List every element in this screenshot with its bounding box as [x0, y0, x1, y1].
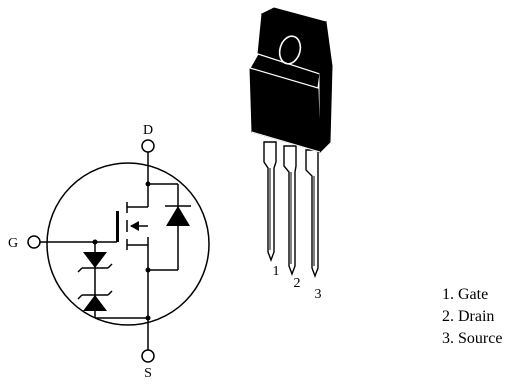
- drain-label: D: [143, 123, 153, 138]
- channel-arrow: [130, 221, 139, 231]
- gate-label: G: [8, 236, 18, 251]
- gate-terminal: [27, 235, 41, 249]
- zener-bar-lower-flag: [77, 290, 113, 300]
- lead-highlights: [269, 168, 315, 266]
- mounting-hole: [278, 35, 302, 65]
- gate-bar: [116, 211, 119, 242]
- pin-legend: 1. Gate 2. Drain 3. Source: [442, 284, 502, 350]
- pin-number-2: 2: [294, 276, 301, 291]
- legend-item-drain: 2. Drain: [442, 308, 495, 325]
- source-terminal: [141, 349, 155, 363]
- junction-source: [145, 267, 151, 273]
- drain-terminal: [141, 139, 155, 153]
- package-side: [319, 65, 333, 154]
- junction-drain: [145, 181, 151, 187]
- zener-triangle-upper: [83, 252, 107, 268]
- lead-2: [283, 145, 297, 276]
- schematic-fills: [83, 181, 190, 321]
- source-label: S: [144, 366, 152, 381]
- package-drawing: [249, 7, 333, 278]
- pin-number-3: 3: [315, 287, 322, 302]
- package-tab-side: [319, 20, 333, 75]
- pin-number-1: 1: [273, 264, 280, 279]
- zener-triangle-lower: [83, 295, 107, 311]
- zener-bar-upper-flag: [77, 263, 113, 273]
- body-diode-triangle: [166, 206, 190, 226]
- junction-gate: [92, 239, 98, 245]
- schematic-symbol: [27, 139, 210, 363]
- lead-3: [305, 149, 319, 278]
- symbol-enclosure-circle: [46, 162, 210, 326]
- junction-zener: [145, 315, 151, 321]
- legend-item-source: 3. Source: [442, 330, 503, 347]
- legend-item-gate: 1. Gate: [442, 286, 489, 303]
- package-body-shoulder: [251, 131, 321, 153]
